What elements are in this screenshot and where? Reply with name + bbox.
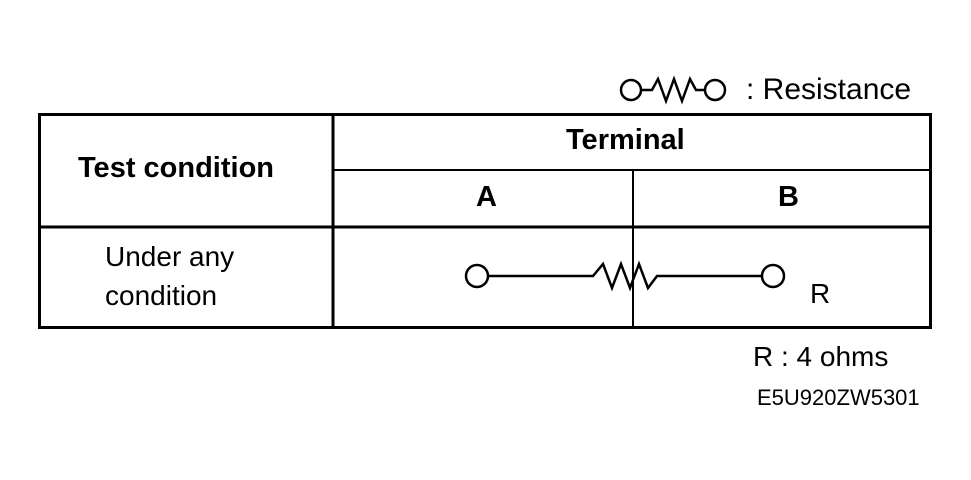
header-terminal-a: A xyxy=(476,181,497,213)
legend-label: : Resistance xyxy=(746,73,912,106)
row-resistor-label: R xyxy=(810,278,831,309)
resistor-icon xyxy=(619,75,727,105)
row-condition-line1: Under any xyxy=(105,241,235,272)
figure-code: E5U920ZW5301 xyxy=(757,385,920,410)
legend: : Resistance xyxy=(618,70,911,110)
header-terminal: Terminal xyxy=(566,124,685,156)
header-test-condition: Test condition xyxy=(78,152,275,184)
row-resistor-icon xyxy=(464,260,786,292)
row-condition-line2: condition xyxy=(105,280,218,311)
resistance-value-note: R : 4 ohms xyxy=(753,341,889,372)
row-condition: Under any condition xyxy=(105,237,234,315)
table-border xyxy=(38,113,932,329)
header-terminal-b: B xyxy=(778,181,799,213)
